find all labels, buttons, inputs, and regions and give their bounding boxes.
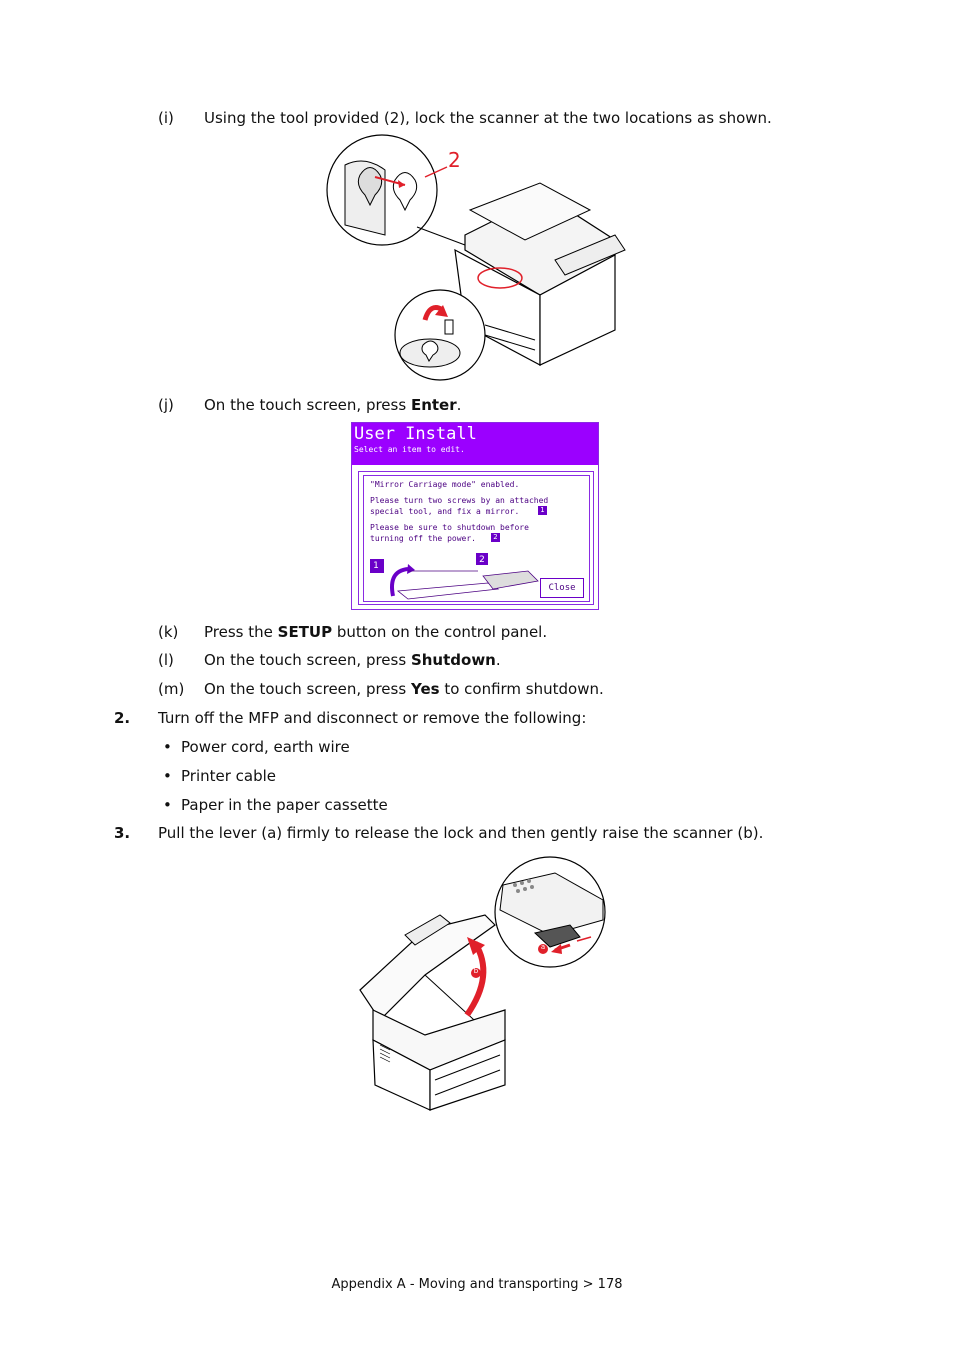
step-i-label: (i)	[158, 109, 174, 127]
item-3-number: 3.	[114, 824, 131, 842]
lcd-title: User Install	[354, 424, 477, 444]
lcd-illustration	[370, 553, 539, 600]
bullet-3: Paper in the paper cassette	[181, 796, 388, 814]
lcd-badge-2: 2	[479, 555, 485, 565]
step-m-text: On the touch screen, press Yes to confir…	[204, 680, 604, 698]
scanner-lock-illustration	[326, 134, 626, 381]
touch-screen: User Install Select an item to edit. "Mi…	[351, 422, 599, 610]
lcd-badge-2-inline: 2	[491, 533, 500, 542]
lcd-subtitle: Select an item to edit.	[354, 445, 465, 454]
step-k-text: Press the SETUP button on the control pa…	[204, 623, 548, 641]
item-2-number: 2.	[114, 709, 131, 727]
page-footer: Appendix A - Moving and transporting > 1…	[331, 1277, 623, 1292]
lcd-line5: turning off the power.	[370, 534, 476, 543]
lcd-line4: Please be sure to shutdown before	[370, 523, 529, 532]
step-i-text: Using the tool provided (2), lock the sc…	[204, 109, 772, 127]
lcd-badge-1-inline: 1	[538, 506, 547, 515]
lcd-line3: special tool, and fix a mirror.	[370, 507, 520, 516]
raise-scanner-illustration	[359, 856, 606, 1111]
lcd-badge-1: 1	[373, 561, 379, 571]
bullet-2: Printer cable	[181, 767, 277, 785]
lcd-header	[352, 423, 598, 465]
callout-2: 2	[448, 148, 461, 172]
lcd-line2: Please turn two screws by an attached	[370, 496, 549, 505]
label-b: b	[473, 967, 479, 975]
lcd-dialog-inner	[363, 475, 590, 602]
bullet-3-marker: •	[163, 796, 172, 814]
lcd-line1: "Mirror Carriage mode" enabled.	[370, 480, 520, 489]
step-l-text: On the touch screen, press Shutdown.	[204, 651, 501, 669]
step-k-label: (k)	[158, 623, 179, 641]
step-l-label: (l)	[158, 651, 174, 669]
bullet-2-marker: •	[163, 767, 172, 785]
step-j-text: On the touch screen, press Enter.	[204, 396, 462, 414]
item-3-text: Pull the lever (a) firmly to release the…	[158, 824, 764, 842]
lcd-dialog	[358, 471, 594, 605]
bullet-1: Power cord, earth wire	[181, 738, 350, 756]
bullet-1-marker: •	[163, 738, 172, 756]
close-button[interactable]: Close	[540, 578, 584, 598]
item-2-text: Turn off the MFP and disconnect or remov…	[158, 709, 587, 727]
step-j-label: (j)	[158, 396, 174, 414]
step-m-label: (m)	[158, 680, 185, 698]
label-a: a	[540, 943, 546, 951]
